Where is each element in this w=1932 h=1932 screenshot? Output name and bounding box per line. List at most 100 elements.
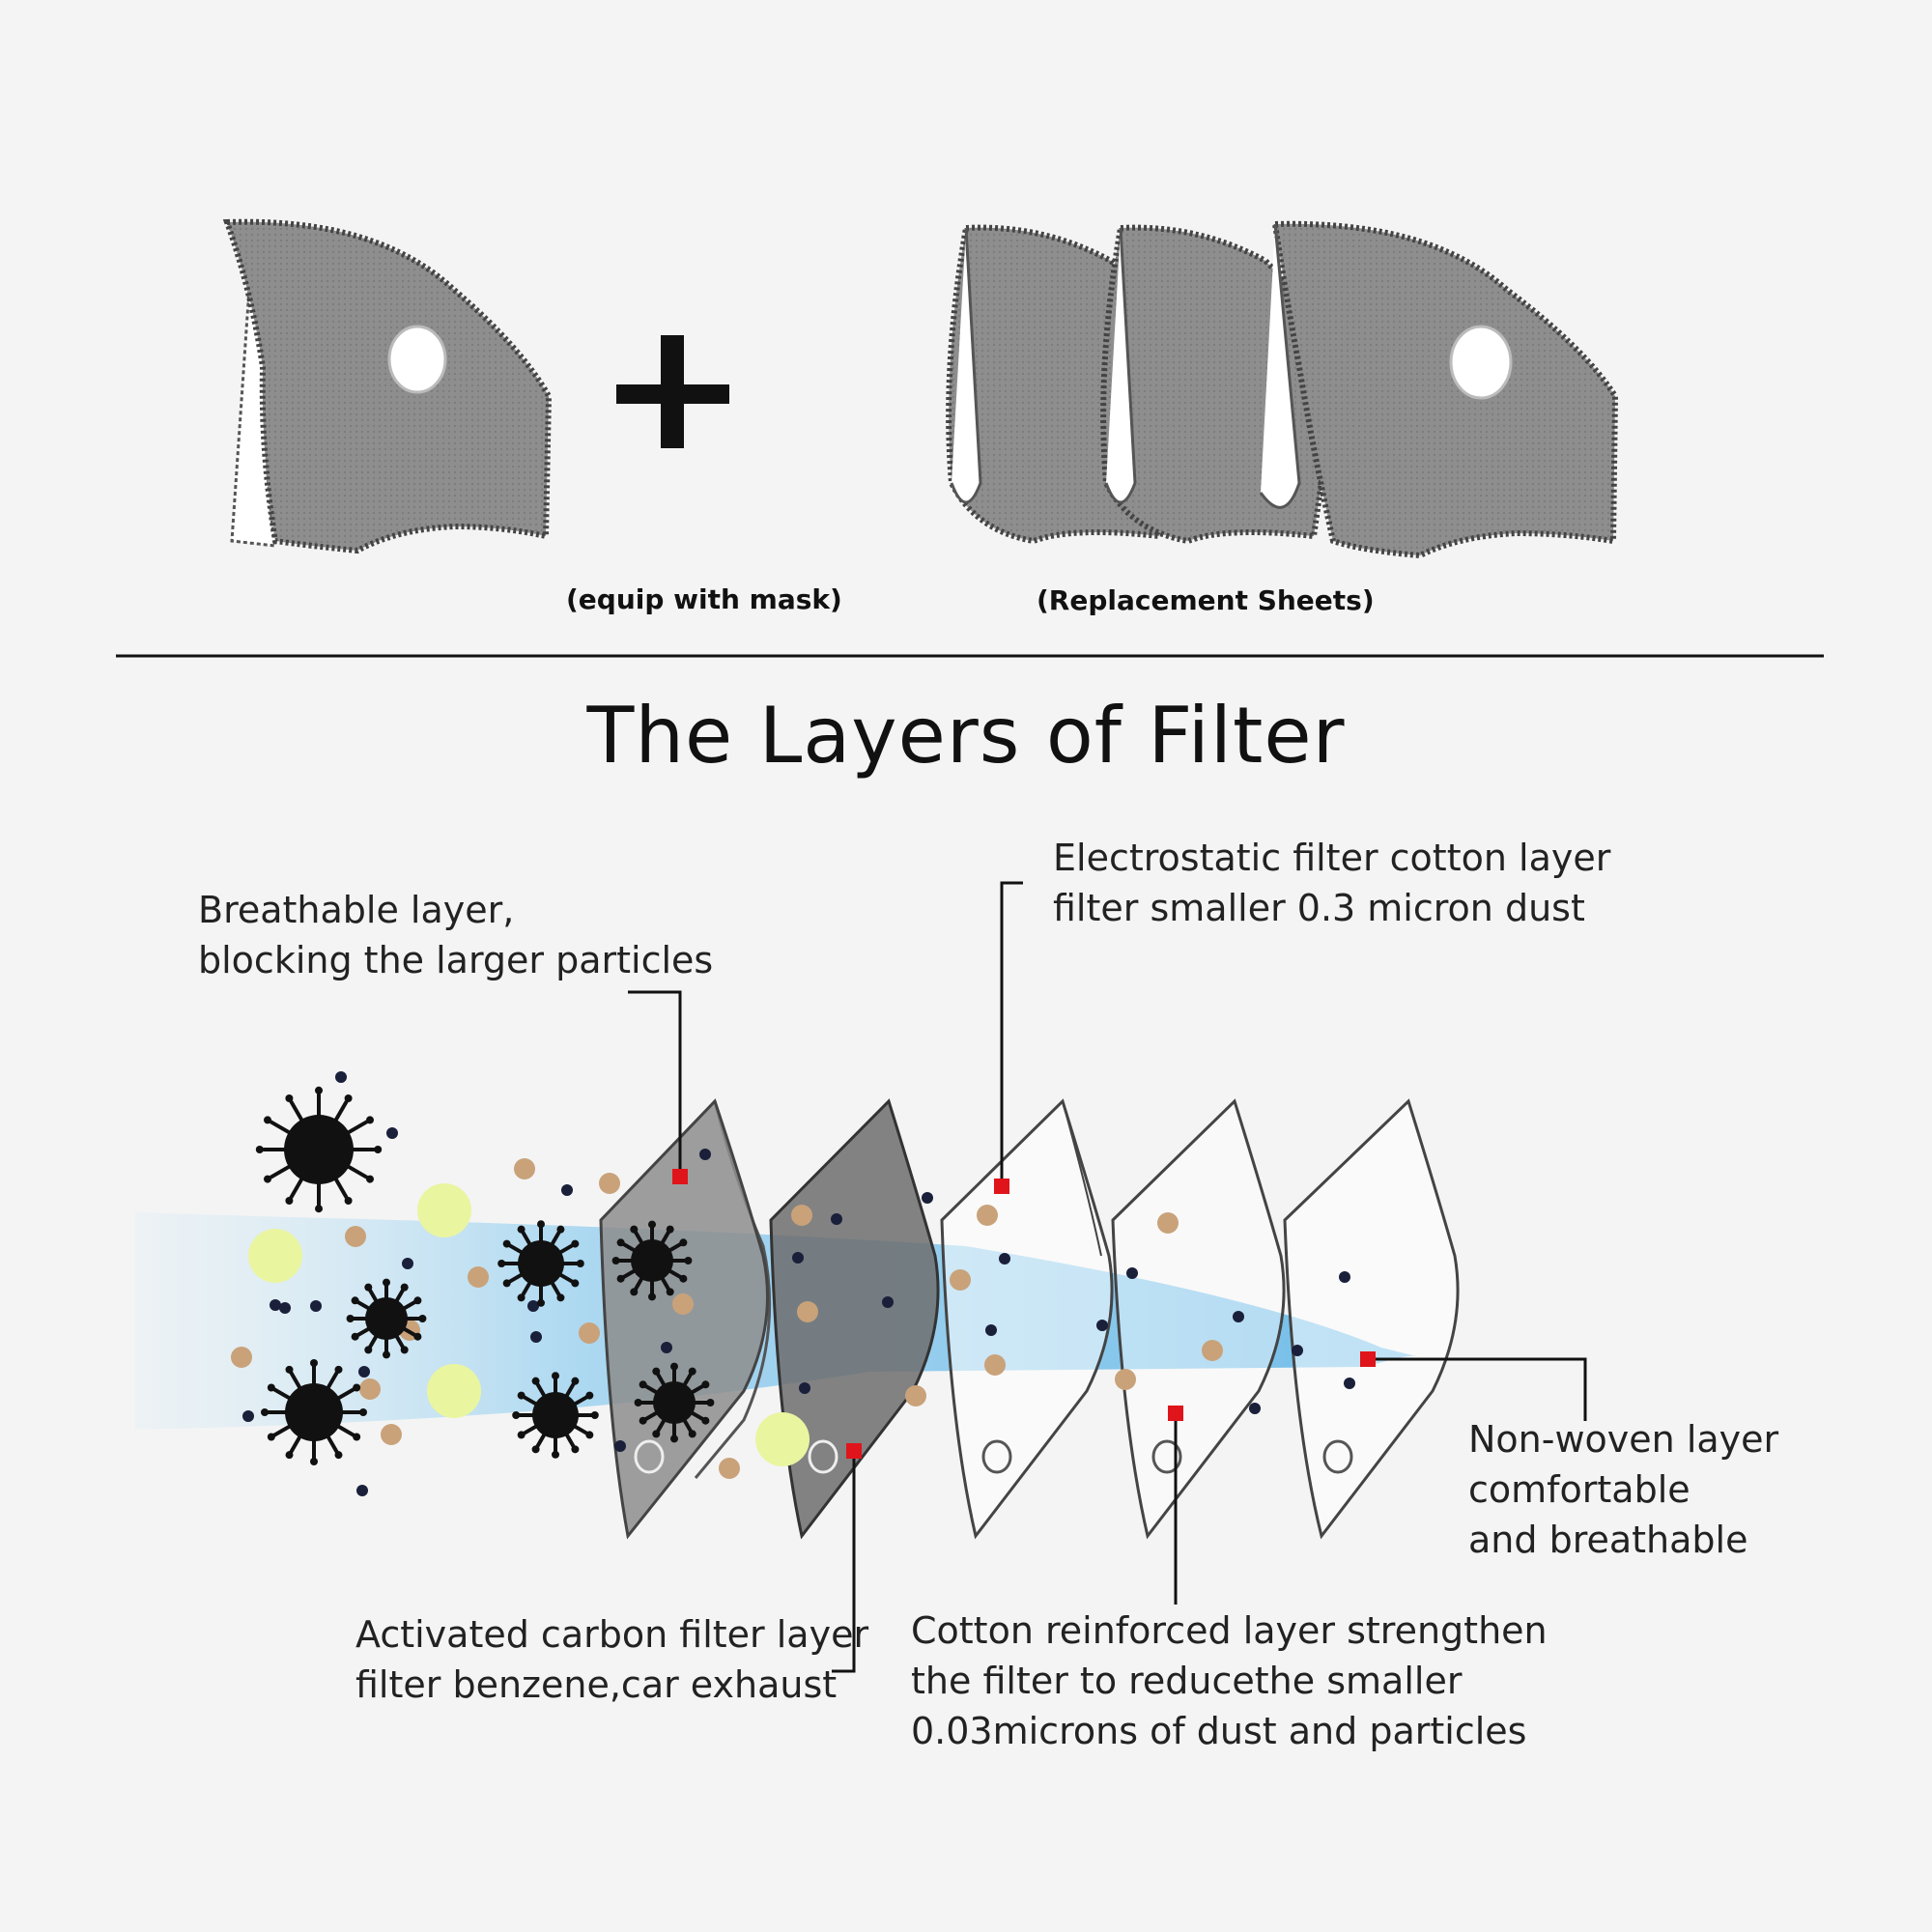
valve-hole: [1449, 325, 1513, 400]
particle-dot: [1096, 1320, 1108, 1331]
label-electrostatic-layer: Electrostatic filter cotton layer filter…: [1053, 833, 1610, 933]
particle-dot: [417, 1183, 471, 1237]
label-line: 0.03microns of dust and particles: [911, 1710, 1527, 1752]
layer-sheet-electrostatic: [940, 1098, 1114, 1540]
particle-dot: [356, 1485, 368, 1496]
virus-icon: [346, 1278, 427, 1359]
replacement-pads-stack: [946, 220, 1619, 559]
valve-hole: [387, 325, 447, 394]
virus-icon: [512, 1372, 599, 1459]
marker-cotton: [1168, 1406, 1183, 1421]
particle-dot: [270, 1299, 281, 1311]
particle-dot: [530, 1331, 542, 1343]
label-line: Electrostatic filter cotton layer: [1053, 837, 1611, 879]
caption-equip-with-mask: (equip with mask): [566, 583, 842, 615]
particle-dot: [672, 1293, 694, 1315]
diagram-title: The Layers of Filter: [586, 691, 1346, 781]
layer-sheet-cotton: [1111, 1098, 1286, 1540]
particle-dot: [905, 1385, 926, 1406]
particle-dot: [719, 1458, 740, 1479]
particle-dot: [1339, 1271, 1350, 1283]
particle-dot: [242, 1410, 254, 1422]
marker-electrostatic: [994, 1179, 1009, 1194]
label-line: and breathable: [1468, 1519, 1748, 1561]
label-line: Breathable layer,: [198, 889, 515, 931]
particle-dot: [1233, 1311, 1244, 1322]
particle-dot: [248, 1229, 302, 1283]
particle-dot: [831, 1213, 842, 1225]
particle-dot: [310, 1300, 322, 1312]
particle-dot: [791, 1205, 812, 1226]
particle-dot: [799, 1382, 810, 1394]
particle-dot: [514, 1158, 535, 1179]
particle-dot: [359, 1378, 381, 1400]
label-cotton-layer: Cotton reinforced layer strengthen the f…: [911, 1605, 1548, 1756]
virus-icon: [497, 1220, 584, 1307]
particle-dot: [1157, 1212, 1179, 1234]
virus-icon: [261, 1359, 367, 1465]
leader-carbon: [832, 1451, 856, 1673]
particle-dot: [950, 1269, 971, 1291]
layer-sheet-breathable: [599, 1098, 772, 1540]
leader-breathable: [628, 990, 682, 1177]
marker-nonwoven: [1360, 1351, 1376, 1367]
label-line: Activated carbon filter layer: [355, 1613, 869, 1656]
label-line: Non-woven layer: [1468, 1418, 1779, 1461]
particle-dot: [1202, 1340, 1223, 1361]
particle-dot: [792, 1252, 804, 1264]
particle-dot: [1292, 1345, 1303, 1356]
particle-dot: [468, 1266, 489, 1288]
particle-dot: [279, 1302, 291, 1314]
particle-dot: [985, 1324, 997, 1336]
virus-icon: [611, 1220, 693, 1301]
particle-dot: [231, 1347, 252, 1368]
particle-dot: [527, 1300, 539, 1312]
label-carbon-layer: Activated carbon filter layer filter ben…: [355, 1609, 868, 1710]
marker-carbon: [846, 1443, 862, 1459]
virus-icon: [255, 1086, 383, 1213]
particle-dot: [599, 1173, 620, 1194]
marker-breathable: [672, 1169, 688, 1184]
particle-dot: [386, 1127, 398, 1139]
particle-dot: [1126, 1267, 1138, 1279]
plus-sign: [616, 335, 729, 448]
particle-dot: [661, 1342, 672, 1353]
particle-dot: [381, 1424, 402, 1445]
viruses-group: [255, 1086, 715, 1465]
caption-replacement-sheets: (Replacement Sheets): [1037, 584, 1375, 616]
leader-nonwoven: [1368, 1357, 1587, 1421]
particle-dot: [427, 1364, 481, 1418]
layer-sheet-nonwoven: [1283, 1098, 1460, 1540]
layer-sheet-carbon: [769, 1098, 940, 1540]
particle-dot: [579, 1322, 600, 1344]
particle-dot: [755, 1412, 810, 1466]
particle-dot: [1115, 1369, 1136, 1390]
particle-dot: [999, 1253, 1010, 1264]
label-breathable-layer: Breathable layer, blocking the larger pa…: [198, 885, 713, 985]
particle-dot: [614, 1440, 626, 1452]
callout-lines: [628, 881, 1587, 1673]
label-line: filter smaller 0.3 micron dust: [1053, 887, 1585, 929]
label-line: Cotton reinforced layer strengthen: [911, 1609, 1548, 1652]
particles-group: [231, 1071, 1355, 1496]
particle-dot: [1249, 1403, 1261, 1414]
particle-dot: [345, 1226, 366, 1247]
particle-dot: [984, 1354, 1006, 1376]
particle-dot: [977, 1205, 998, 1226]
label-line: blocking the larger particles: [198, 939, 714, 981]
particle-dot: [1344, 1378, 1355, 1389]
particle-dot: [335, 1071, 347, 1083]
leader-electrostatic: [1000, 881, 1023, 1183]
particle-dot: [699, 1149, 711, 1160]
particle-dot: [922, 1192, 933, 1204]
label-nonwoven-layer: Non-woven layer comfortable and breathab…: [1468, 1414, 1778, 1565]
particle-dot: [561, 1184, 573, 1196]
particle-dot: [402, 1258, 413, 1269]
filter-pad-shape: [222, 218, 553, 554]
particle-dot: [882, 1296, 894, 1308]
label-line: filter benzene,car exhaust: [355, 1663, 838, 1706]
callout-markers: [672, 1169, 1376, 1459]
label-line: the filter to reducethe smaller: [911, 1660, 1463, 1702]
